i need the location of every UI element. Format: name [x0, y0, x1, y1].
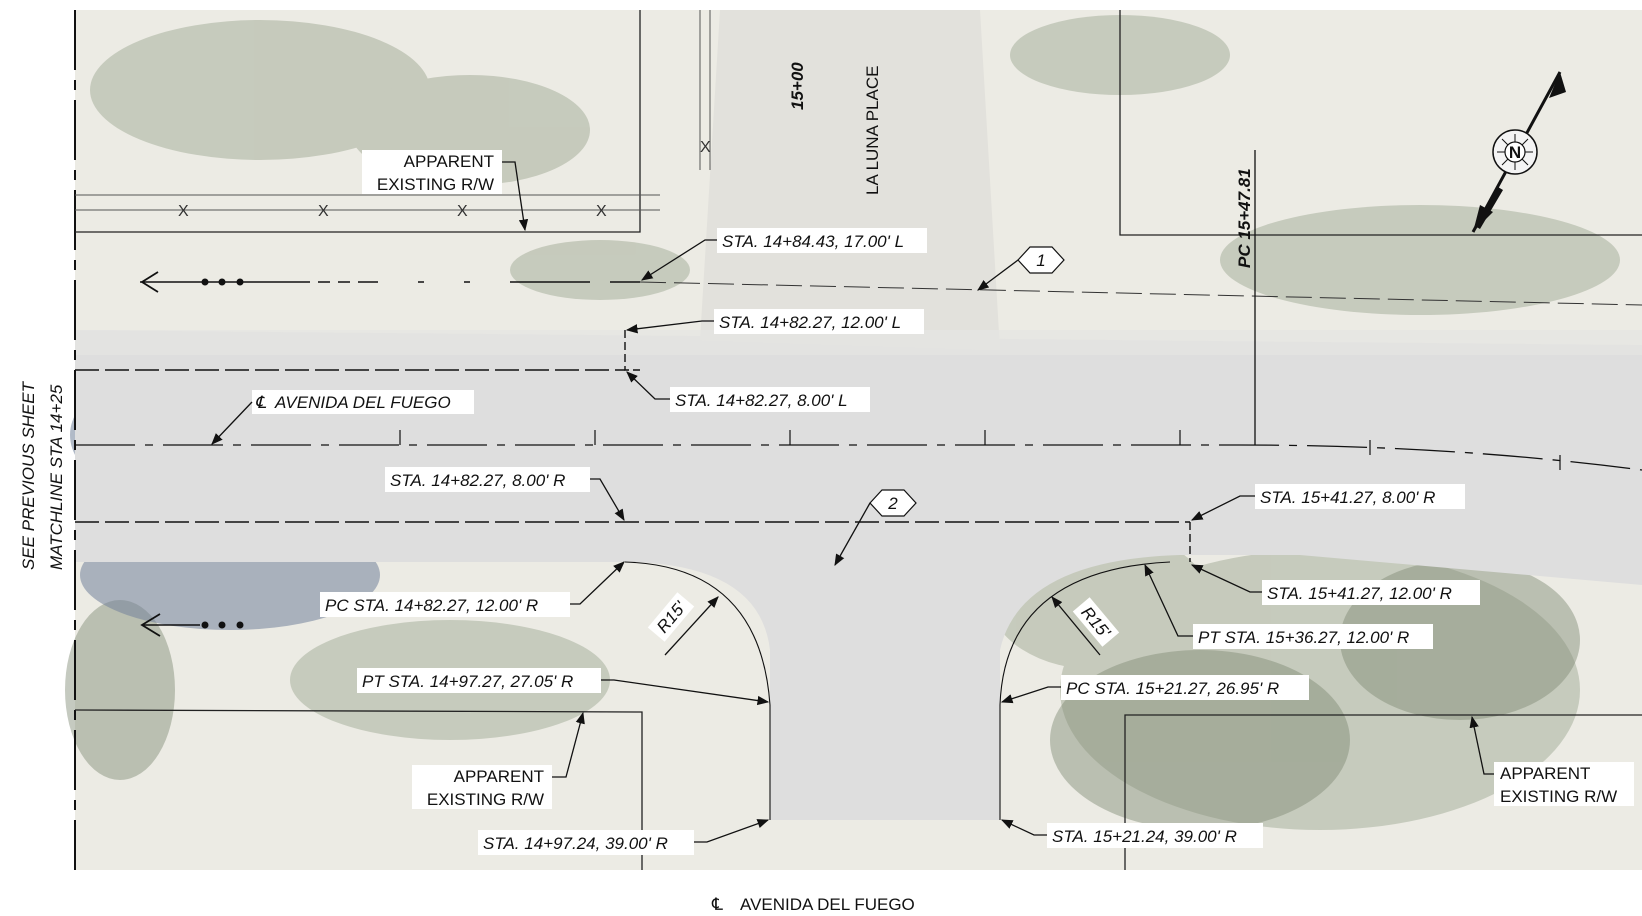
north-arrow-icon: N: [1471, 71, 1566, 233]
rw-label-right: APPARENT EXISTING R/W: [1469, 715, 1634, 806]
svg-text:APPARENT: APPARENT: [404, 152, 494, 171]
station-tick-label: 15+00: [788, 62, 807, 110]
svg-text:X: X: [596, 203, 607, 220]
svg-text:STA. 15+21.24, 39.00' R: STA. 15+21.24, 39.00' R: [1052, 827, 1237, 846]
svg-text:STA. 14+97.24, 39.00' R: STA. 14+97.24, 39.00' R: [483, 834, 668, 853]
station-label-9: PT STA. 14+97.27, 27.05' R: [357, 668, 770, 706]
station-label-11: STA. 14+97.24, 39.00' R: [478, 819, 770, 855]
centerline-text: AVENIDA DEL FUEGO: [274, 393, 451, 412]
callout-2: 2: [834, 489, 917, 567]
svg-text:X: X: [457, 203, 468, 220]
svg-text:2: 2: [887, 494, 898, 513]
direction-arrow-upper: [140, 271, 640, 293]
svg-text:1: 1: [1036, 251, 1045, 270]
proposed-edges: [75, 330, 1191, 820]
rw-label-top: APPARENT EXISTING R/W: [362, 150, 529, 232]
station-label-1: STA. 14+84.43, 17.00' L: [641, 228, 927, 281]
station-label-4: STA. 14+82.27, 8.00' R: [385, 467, 625, 522]
svg-text:STA. 15+41.27, 12.00' R: STA. 15+41.27, 12.00' R: [1267, 584, 1452, 603]
radius-right: R15': [1051, 596, 1120, 656]
title-text: AVENIDA DEL FUEGO: [740, 895, 915, 914]
right-of-way-lines: [74, 10, 1642, 870]
svg-text:STA. 14+84.43, 17.00' L: STA. 14+84.43, 17.00' L: [722, 232, 904, 251]
callout-1: 1: [977, 246, 1065, 291]
centerline-label: ℄ AVENIDA DEL FUEGO: [211, 390, 474, 445]
station-label-5: STA. 15+41.27, 8.00' R: [1190, 484, 1465, 521]
title-centerline-symbol: ℄: [711, 895, 723, 914]
svg-text:STA. 15+41.27, 8.00' R: STA. 15+41.27, 8.00' R: [1260, 488, 1435, 507]
station-label-12: STA. 15+21.24, 39.00' R: [1000, 819, 1263, 848]
station-label-8: PT STA. 15+36.27, 12.00' R: [1144, 563, 1433, 649]
svg-text:X: X: [318, 203, 329, 220]
svg-text:N: N: [1509, 143, 1521, 162]
svg-text:X: X: [178, 203, 189, 220]
svg-text:EXISTING R/W: EXISTING R/W: [377, 175, 494, 194]
svg-text:STA. 14+82.27, 8.00' R: STA. 14+82.27, 8.00' R: [390, 471, 565, 490]
aerial-imagery: [65, 10, 1642, 870]
centerline-avenida: [75, 430, 1642, 471]
svg-text:PC STA. 14+82.27, 12.00' R: PC STA. 14+82.27, 12.00' R: [325, 596, 538, 615]
svg-text:STA. 14+82.27, 12.00' L: STA. 14+82.27, 12.00' L: [719, 313, 901, 332]
street-name-la-luna: LA LUNA PLACE: [863, 66, 882, 195]
pc-station-label: PC 15+47.81: [1235, 168, 1254, 268]
svg-text:PT STA. 14+97.27, 27.05' R: PT STA. 14+97.27, 27.05' R: [362, 672, 573, 691]
station-label-3: STA. 14+82.27, 8.00' L: [626, 371, 870, 412]
existing-edge-north: [639, 281, 1642, 306]
matchline-text-2: MATCHLINE STA 14+25: [47, 384, 66, 570]
station-label-6: PC STA. 14+82.27, 12.00' R: [320, 561, 625, 617]
matchline-text-1: SEE PREVIOUS SHEET: [19, 380, 38, 570]
svg-text:PT STA. 15+36.27, 12.00' R: PT STA. 15+36.27, 12.00' R: [1198, 628, 1409, 647]
station-label-2: STA. 14+82.27, 12.00' L: [625, 309, 924, 334]
station-label-7: STA. 15+41.27, 12.00' R: [1190, 564, 1480, 605]
svg-text:STA. 14+82.27, 8.00' L: STA. 14+82.27, 8.00' L: [675, 391, 848, 410]
sheet-title: ℄ AVENIDA DEL FUEGO: [711, 895, 915, 914]
fence-markers: X X X X X: [178, 139, 711, 220]
svg-text:APPARENT: APPARENT: [1500, 764, 1590, 783]
svg-text:EXISTING R/W: EXISTING R/W: [427, 790, 544, 809]
direction-arrow-lower: [140, 613, 244, 637]
svg-text:EXISTING R/W: EXISTING R/W: [1500, 787, 1617, 806]
rw-label-bottom: APPARENT EXISTING R/W: [412, 711, 585, 809]
svg-text:PC STA. 15+21.27, 26.95' R: PC STA. 15+21.27, 26.95' R: [1066, 679, 1279, 698]
centerline-symbol: ℄: [255, 393, 267, 412]
svg-text:APPARENT: APPARENT: [454, 767, 544, 786]
svg-text:X: X: [700, 139, 711, 156]
station-label-10: PC STA. 15+21.27, 26.95' R: [1000, 675, 1309, 704]
